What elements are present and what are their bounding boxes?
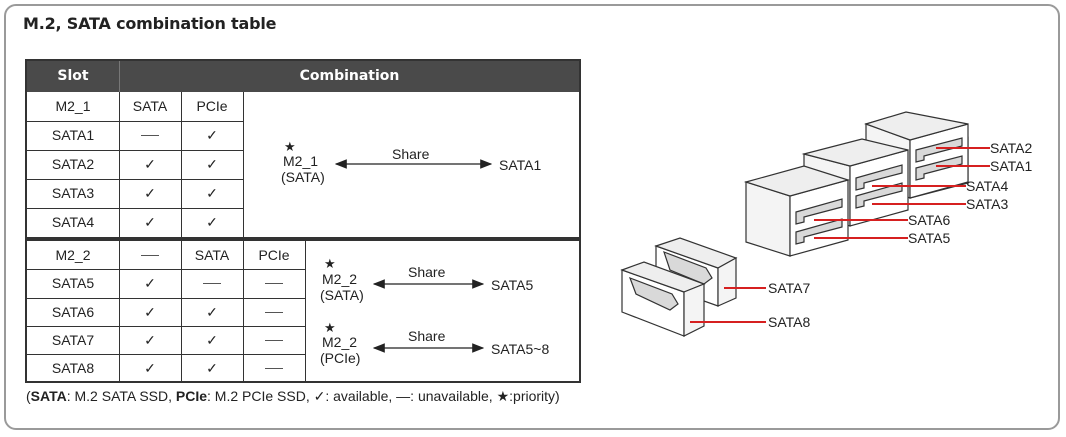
connector-label: SATA3 — [966, 196, 1008, 212]
table-row-slot: SATA8 — [51, 360, 95, 376]
check-mark: ✓ — [144, 156, 156, 172]
sata-connector-illustration — [620, 111, 969, 337]
table-row-slot: SATA4 — [51, 214, 95, 230]
priority-star-icon: ★ — [284, 139, 296, 154]
share-label: Share — [408, 264, 446, 280]
share-target: SATA5 — [491, 277, 533, 293]
note-priority-text: :priority) — [509, 388, 560, 404]
m2-2-pcie-header: PCIe — [258, 247, 290, 263]
share-source: M2_2 — [322, 334, 357, 350]
note-sata-text: : M.2 SATA SSD, — [66, 388, 176, 404]
connector-label: SATA5 — [908, 230, 950, 246]
connector-leader-lines — [690, 147, 990, 323]
legend-note: (SATA: M.2 SATA SSD, PCIe: M.2 PCIe SSD,… — [26, 388, 560, 405]
note-dash: — — [396, 388, 411, 404]
note-sata-key: SATA — [30, 388, 67, 404]
connector-label: SATA6 — [908, 212, 950, 228]
note-star-icon: ★ — [496, 388, 510, 404]
connector-label: SATA2 — [990, 140, 1032, 156]
check-mark: ✓ — [206, 156, 218, 172]
table-row-slot: SATA3 — [51, 185, 95, 201]
connector-label: SATA4 — [966, 178, 1008, 194]
share-label: Share — [392, 146, 430, 162]
check-mark: ✓ — [206, 127, 218, 143]
unavailable-dash — [141, 135, 159, 136]
share-target: SATA1 — [499, 157, 541, 173]
connector-label: SATA8 — [768, 314, 810, 330]
m2-2-sata-header: SATA — [194, 247, 230, 263]
check-mark: ✓ — [144, 275, 156, 291]
note-open: ( — [26, 388, 31, 404]
share-source-type: (PCIe) — [320, 350, 360, 366]
check-mark: ✓ — [144, 304, 156, 320]
table-row-slot: SATA7 — [51, 332, 95, 348]
check-mark: ✓ — [206, 214, 218, 230]
m2-2-label: M2_2 — [55, 247, 91, 263]
table-row-slot: SATA6 — [51, 304, 95, 320]
share-source: M2_1 — [283, 153, 318, 169]
check-mark: ✓ — [206, 332, 218, 348]
page-title: M.2, SATA combination table — [23, 14, 277, 33]
share-target: SATA5~8 — [491, 341, 549, 357]
m2-1-label: M2_1 — [55, 98, 91, 114]
connector-label: SATA7 — [768, 280, 810, 296]
check-mark: ✓ — [144, 332, 156, 348]
unavailable-dash — [203, 283, 221, 284]
check-mark: ✓ — [206, 304, 218, 320]
note-unavail-text: : unavailable, — [410, 388, 497, 404]
m2-1-pcie-header: PCIe — [196, 98, 228, 114]
header-combination: Combination — [299, 68, 400, 84]
note-pcie-key: PCIe — [175, 388, 208, 404]
share-label: Share — [408, 328, 446, 344]
check-mark: ✓ — [144, 360, 156, 376]
header-slot: Slot — [57, 68, 89, 84]
check-mark: ✓ — [144, 214, 156, 230]
unavailable-dash — [265, 283, 283, 284]
table-header: Slot Combination — [27, 61, 579, 92]
unavailable-dash — [265, 368, 283, 369]
m2-1-sata-header: SATA — [132, 98, 168, 114]
share-source-type: (SATA) — [281, 169, 325, 185]
priority-star-icon: ★ — [324, 256, 336, 271]
table-row-slot: SATA5 — [51, 275, 95, 291]
unavailable-dash — [265, 340, 283, 341]
table-row-slot: SATA1 — [51, 127, 95, 143]
share-source-type: (SATA) — [320, 287, 364, 303]
note-pcie-text: : M.2 PCIe SSD, ✓: available, — [207, 388, 397, 404]
combination-table: Slot Combination M2_1 SATA PCIe SATA1 ✓ … — [25, 59, 581, 383]
check-mark: ✓ — [144, 185, 156, 201]
unavailable-dash — [265, 312, 283, 313]
connector-label: SATA1 — [990, 158, 1032, 174]
check-mark: ✓ — [206, 360, 218, 376]
priority-star-icon: ★ — [324, 320, 336, 335]
unavailable-dash — [141, 255, 159, 256]
share-source: M2_2 — [322, 271, 357, 287]
table-row-slot: SATA2 — [51, 156, 95, 172]
check-mark: ✓ — [206, 185, 218, 201]
